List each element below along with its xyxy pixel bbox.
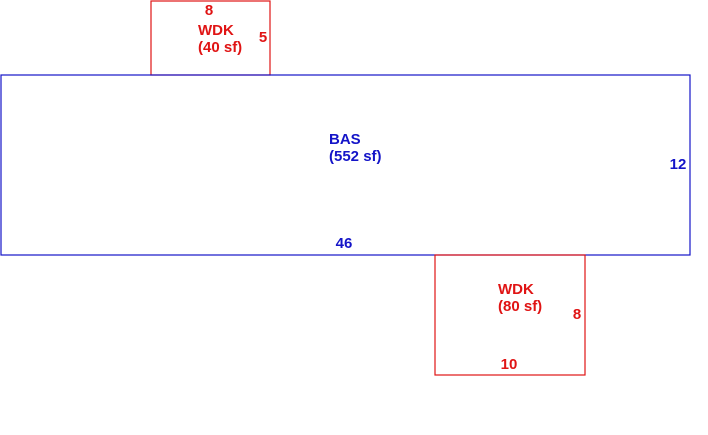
bas-outline (0, 74, 691, 256)
wdk-bottom-area: WDK (80 sf) 8 10 (434, 254, 586, 376)
bas-height-dimension: 12 (670, 156, 687, 173)
bas-area: BAS (552 sf) 12 46 (0, 74, 691, 256)
wdk-bottom-code-label: WDK (498, 281, 534, 298)
wdk-bottom-area-label: (80 sf) (498, 298, 542, 315)
wdk-bottom-width-dimension: 10 (501, 356, 518, 373)
bas-area-label: (552 sf) (329, 148, 382, 165)
wdk-top-area: 8 WDK (40 sf) 5 (150, 0, 271, 76)
wdk-top-area-label: (40 sf) (198, 39, 242, 56)
bas-code-label: BAS (329, 131, 361, 148)
bas-width-dimension: 46 (336, 235, 353, 252)
wdk-top-height-dimension: 5 (259, 29, 267, 46)
wdk-bottom-outline (434, 254, 586, 376)
wdk-top-code-label: WDK (198, 22, 234, 39)
wdk-bottom-height-dimension: 8 (573, 306, 581, 323)
wdk-top-width-dimension: 8 (205, 2, 213, 19)
